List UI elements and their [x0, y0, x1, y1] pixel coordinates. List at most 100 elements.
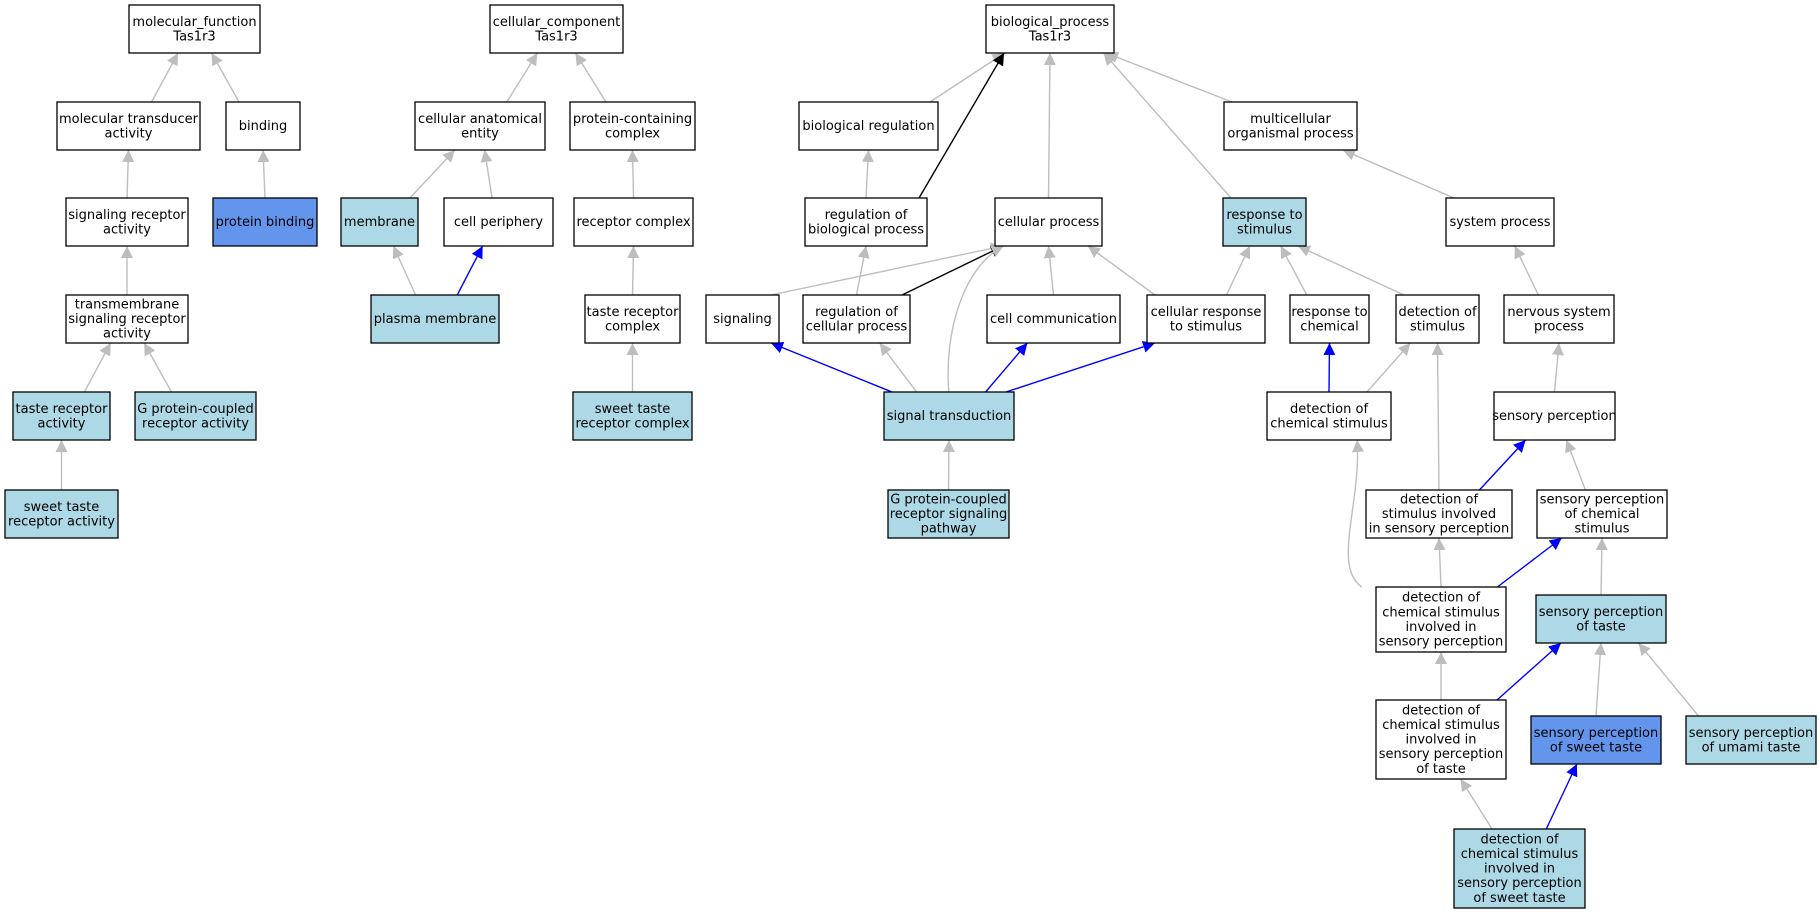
edge-line: [392, 245, 417, 296]
node-box: [573, 197, 694, 247]
node-pb[interactable]: protein binding: [212, 197, 318, 247]
edge-pcc-to-cc: [574, 52, 607, 103]
edge-line: [770, 341, 893, 393]
node-box: [1453, 828, 1586, 909]
node-label-line: stimulus: [1574, 522, 1629, 537]
node-bind[interactable]: binding: [225, 101, 301, 151]
node-box: [705, 294, 780, 344]
edge-line: [627, 245, 640, 296]
node-sp[interactable]: system process: [1445, 197, 1555, 247]
edge-pb-to-bind: [257, 149, 270, 199]
node-label-line: involved in: [1405, 733, 1476, 748]
node-box: [1266, 391, 1392, 441]
node-label-line: transmembrane: [75, 297, 180, 312]
edge-line: [901, 245, 1004, 296]
edge-line: [1460, 778, 1493, 830]
node-mem[interactable]: membrane: [340, 197, 419, 247]
node-label-line: chemical stimulus: [1270, 416, 1388, 431]
edge-dcsisp-to-dcs: [1347, 439, 1364, 588]
edge-line: [143, 342, 173, 393]
node-label-line: detection of: [1290, 402, 1368, 417]
edge-line: [1225, 245, 1251, 296]
node-breg[interactable]: biological regulation: [798, 101, 939, 151]
edge-mta-to-mf: [150, 52, 179, 103]
edge-sp-to-mop: [1342, 149, 1455, 199]
edge-line: [1323, 342, 1336, 393]
edge-line: [1514, 245, 1539, 296]
node-box: [1375, 699, 1507, 780]
edge-rc-to-pcc: [626, 149, 639, 199]
node-box: [802, 294, 911, 344]
edge-st-to-crs: [1005, 341, 1156, 393]
edge-line: [942, 439, 955, 491]
node-label-line: pathway: [921, 522, 977, 537]
edge-dsisp-to-spn: [1478, 439, 1527, 491]
edge-line: [574, 52, 607, 103]
node-spn[interactable]: sensory perception: [1492, 391, 1617, 441]
node-label-line: chemical stimulus: [1382, 718, 1500, 733]
edge-bind-to-mf: [211, 52, 240, 103]
node-box: [1445, 197, 1555, 247]
node-label-line: receptor signaling: [890, 507, 1008, 522]
edge-line: [409, 149, 456, 199]
node-label-line: cellular response: [1151, 305, 1262, 320]
edge-line: [1431, 342, 1444, 491]
node-st[interactable]: signal transduction: [883, 391, 1015, 441]
edge-spst-to-spt: [1594, 642, 1607, 717]
node-box: [1222, 197, 1307, 247]
node-sig[interactable]: signaling: [705, 294, 780, 344]
node-box: [1535, 594, 1667, 644]
node-cper[interactable]: cell periphery: [443, 197, 554, 247]
node-label-line: biological process: [808, 222, 924, 237]
edge-line: [1496, 642, 1562, 701]
edge-tra-to-tsra: [83, 342, 112, 393]
node-label-line: complex: [605, 319, 660, 334]
edge-dsisp-to-dos: [1431, 342, 1444, 491]
node-label-line: plasma membrane: [374, 312, 497, 327]
node-label-line: membrane: [344, 215, 415, 230]
node-ccom[interactable]: cell communication: [986, 294, 1121, 344]
node-box: [1375, 586, 1507, 653]
edge-line: [211, 52, 240, 103]
node-label-line: protein-containing: [573, 112, 692, 127]
node-pm[interactable]: plasma membrane: [370, 294, 500, 344]
node-rc[interactable]: receptor complex: [573, 197, 694, 247]
node-box: [212, 197, 318, 247]
edge-line: [1297, 245, 1405, 296]
node-label-line: activity: [103, 327, 151, 342]
node-cp[interactable]: cellular process: [994, 197, 1103, 247]
node-label-line: chemical: [1300, 319, 1358, 334]
